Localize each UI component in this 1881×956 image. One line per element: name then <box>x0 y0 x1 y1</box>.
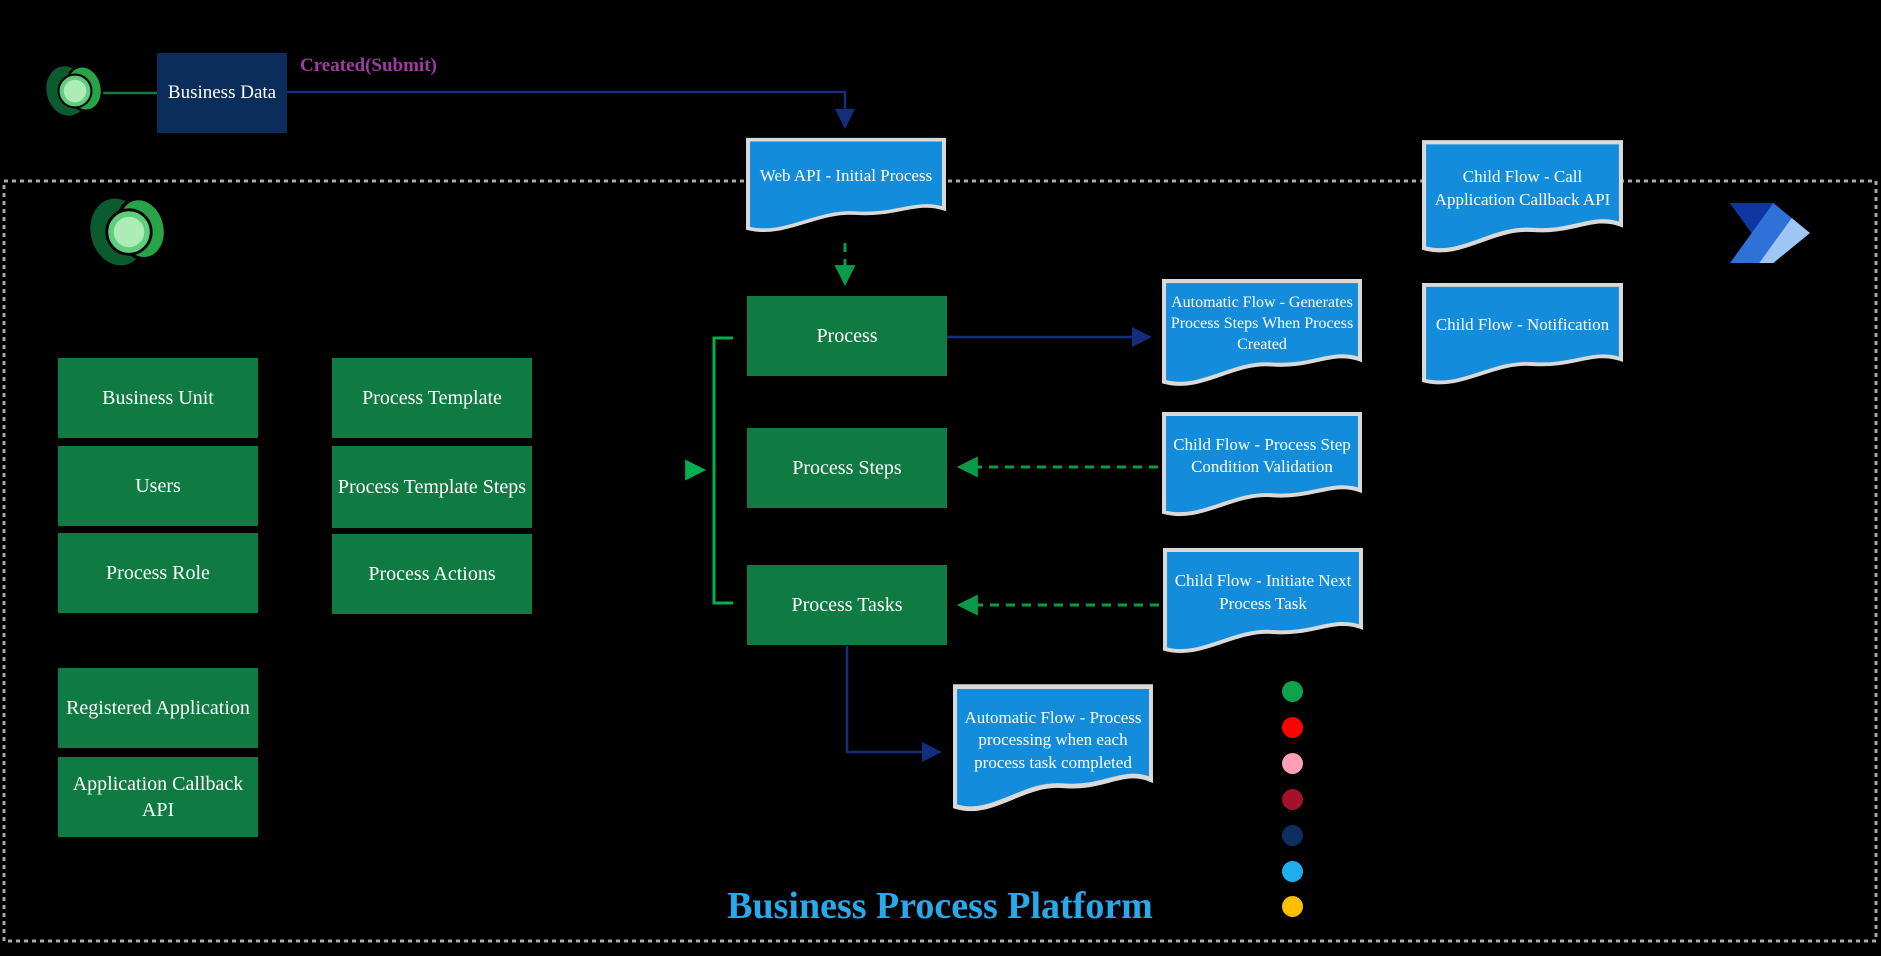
flow-shape-step-condition-validation: Child Flow - Process Step Condition Vali… <box>1161 411 1363 525</box>
flow-label: Child Flow - Call Application Callback A… <box>1434 167 1611 209</box>
table-application-callback-api: Application Callback API <box>58 757 258 837</box>
flag-wave-shape <box>953 684 1153 812</box>
table-label: Users <box>135 475 181 497</box>
flow-shape-call-application-callback-api: Child Flow - Call Application Callback A… <box>1421 139 1624 262</box>
flag-wave-shape <box>1422 282 1623 385</box>
flow-label: Web API - Initial Process <box>759 166 933 186</box>
table-process-template-steps: Process Template Steps <box>332 446 532 528</box>
flow-label: Automatic Flow - Generates Process Steps… <box>1170 294 1354 353</box>
table-process: Process <box>747 296 947 376</box>
dataverse-icon <box>46 65 104 116</box>
flow-label: Child Flow - Initiate Next Process Task <box>1174 571 1352 613</box>
table-label: Process Template Steps <box>337 476 527 498</box>
business-data-label: Business Data <box>167 82 277 104</box>
flow-label: Child Flow - Notification <box>1435 315 1610 335</box>
flag-wave-shape <box>746 137 946 232</box>
table-label: Process <box>816 325 878 347</box>
legend-dot-navy <box>1282 825 1303 846</box>
legend-dot-yellow <box>1282 896 1303 917</box>
created-submit-label: Created(Submit) <box>300 55 437 76</box>
legend-dot-light-blue <box>1282 861 1303 882</box>
flow-shape-initiate-next-task: Child Flow - Initiate Next Process Task <box>1162 547 1364 662</box>
table-business-unit: Business Unit <box>58 358 258 438</box>
flag-wave-shape <box>1163 548 1363 654</box>
connector-process-tasks-to-task-completed-flow <box>845 646 942 762</box>
flow-label: Automatic Flow - Process processing when… <box>964 708 1142 772</box>
legend-dot-dark-red <box>1282 789 1303 810</box>
flow-shape-notification: Child Flow - Notification <box>1421 282 1624 393</box>
table-label: Process Steps <box>792 457 902 479</box>
table-label: Registered Application <box>66 697 250 719</box>
table-label: Process Template <box>362 387 502 409</box>
dataverse-icon <box>90 196 168 266</box>
core-tables-bracket <box>712 336 733 605</box>
table-label: Process Tasks <box>791 594 903 616</box>
table-label: Process Actions <box>368 563 496 585</box>
business-data-box: Business Data <box>157 53 287 133</box>
table-registered-application: Registered Application <box>58 668 258 748</box>
table-process-tasks: Process Tasks <box>747 565 947 645</box>
legend-dot-pink <box>1282 753 1303 774</box>
flag-wave-shape <box>1162 411 1362 517</box>
table-label: Process Role <box>106 562 210 584</box>
table-process-steps: Process Steps <box>747 428 947 508</box>
flow-shape-generate-steps: Automatic Flow - Generates Process Steps… <box>1161 278 1363 395</box>
table-process-actions: Process Actions <box>332 534 532 614</box>
legend-dot-green <box>1282 681 1303 702</box>
flag-wave-shape <box>1422 140 1623 253</box>
platform-title: Business Process Platform <box>727 885 1153 927</box>
table-users: Users <box>58 446 258 526</box>
flow-label: Child Flow - Process Step Condition Vali… <box>1173 434 1351 476</box>
flow-shape-web-api-initial-process: Web API - Initial Process <box>745 137 947 240</box>
flag-wave-shape <box>1162 279 1362 386</box>
flow-shape-task-completed: Automatic Flow - Process processing when… <box>952 683 1154 822</box>
connector-created-submit <box>287 90 855 129</box>
table-process-template: Process Template <box>332 358 532 438</box>
table-label: Business Unit <box>102 387 214 409</box>
legend-dot-red <box>1282 717 1303 738</box>
power-automate-icon <box>1730 203 1810 263</box>
table-label: Application Callback API <box>72 773 244 821</box>
table-process-role: Process Role <box>58 533 258 613</box>
